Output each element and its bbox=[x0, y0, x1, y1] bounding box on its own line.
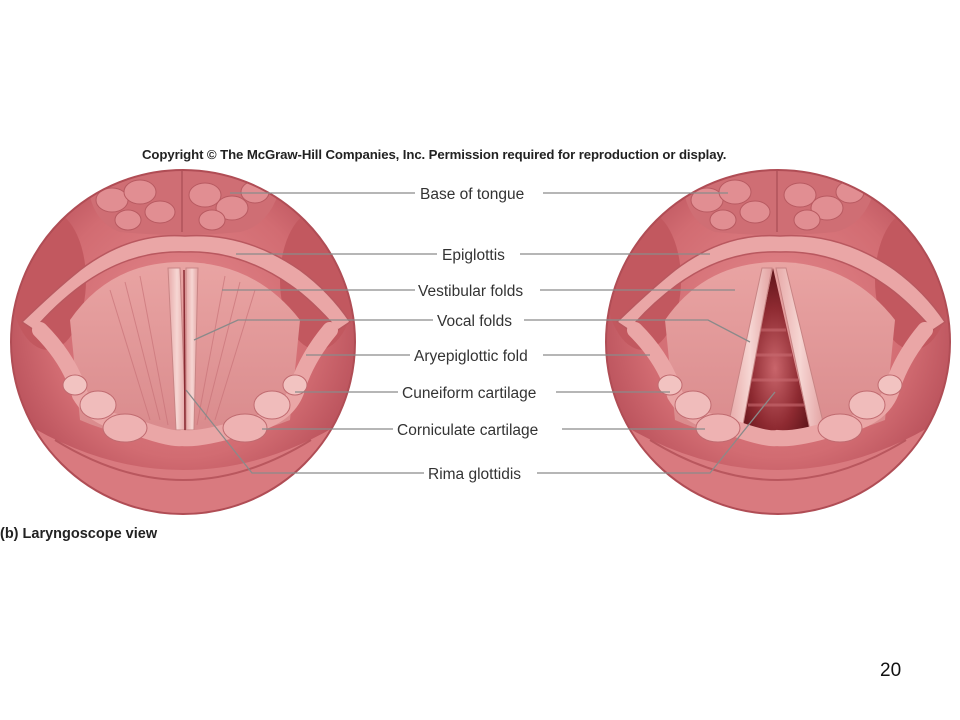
label-cuneiform-cartilage: Cuneiform cartilage bbox=[402, 385, 536, 402]
label-epiglottis: Epiglottis bbox=[442, 247, 505, 264]
figure-caption: (b) Laryngoscope view bbox=[0, 526, 158, 542]
label-rima-glottidis: Rima glottidis bbox=[428, 466, 521, 483]
structure-labels: Base of tongue Epiglottis Vestibular fol… bbox=[397, 186, 538, 483]
label-corniculate-cartilage: Corniculate cartilage bbox=[397, 422, 538, 439]
page-number: 20 bbox=[880, 660, 902, 681]
scope-rim-left bbox=[10, 169, 356, 515]
leader-lines bbox=[185, 192, 776, 474]
scope-rim-right bbox=[605, 169, 951, 515]
copyright-notice: Copyright © The McGraw-Hill Companies, I… bbox=[142, 147, 727, 162]
label-base-of-tongue: Base of tongue bbox=[420, 186, 524, 203]
larynx-view-closed bbox=[11, 170, 355, 514]
label-vocal-folds: Vocal folds bbox=[437, 313, 512, 330]
larynx-view-open bbox=[606, 170, 950, 514]
label-vestibular-folds: Vestibular folds bbox=[418, 283, 523, 300]
label-aryepiglottic-fold: Aryepiglottic fold bbox=[414, 348, 528, 365]
